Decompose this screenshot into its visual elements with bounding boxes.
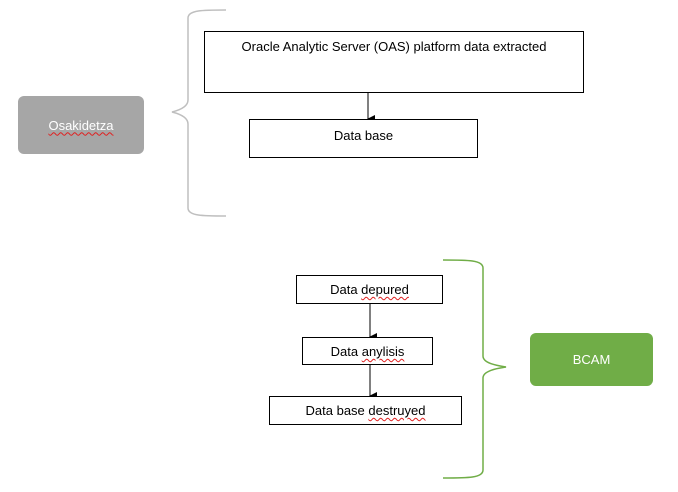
bcam-brace [442, 259, 507, 479]
osakidetza-node: Osakidetza [18, 96, 144, 154]
oas-extract-label: Oracle Analytic Server (OAS) platform da… [241, 39, 547, 54]
osakidetza-brace [171, 9, 227, 217]
database-box: Data base [249, 119, 478, 158]
data-depured-box: Data depured [296, 275, 443, 304]
data-analysis-label: Data anylisis [330, 344, 405, 359]
bcam-node: BCAM [530, 333, 653, 386]
database-destroyed-label: Data base destruyed [305, 403, 426, 418]
osakidetza-label: Osakidetza [48, 117, 114, 133]
oas-extract-box: Oracle Analytic Server (OAS) platform da… [204, 31, 584, 93]
data-analysis-box: Data anylisis [302, 337, 433, 365]
database-destroyed-box: Data base destruyed [269, 396, 462, 425]
data-depured-label: Data depured [330, 282, 409, 297]
database-label: Data base [333, 128, 394, 143]
bcam-label: BCAM [572, 352, 611, 367]
